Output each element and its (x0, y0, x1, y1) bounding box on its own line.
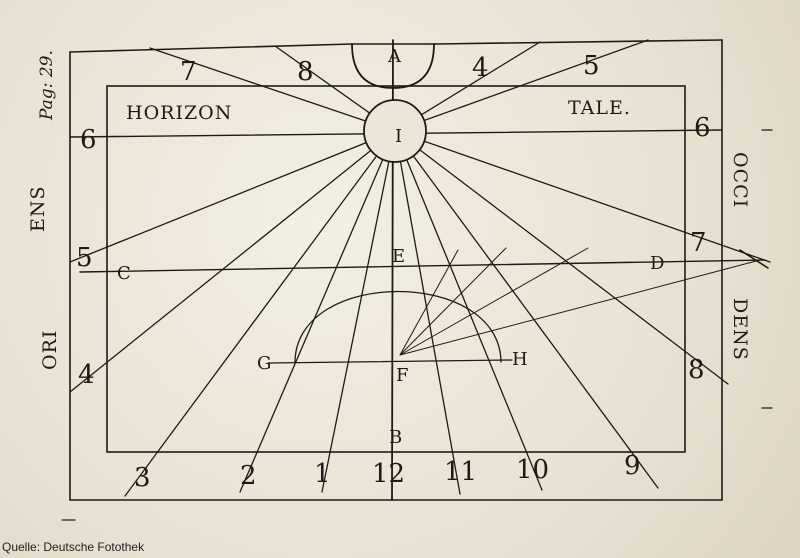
point-label-i: I (395, 126, 402, 147)
fan-ray-2 (399, 247, 507, 356)
hour-line-1 (149, 47, 396, 132)
construction-lines (61, 39, 773, 521)
hour-label-8-top: 8 (297, 57, 314, 87)
hour-label-11-bottom: 11 (444, 457, 477, 487)
hour-label-9-bottom: 9 (624, 451, 641, 481)
hour-line-6 (69, 130, 396, 393)
hour-label-4-top: 4 (472, 53, 489, 83)
fan-ray-3 (399, 247, 589, 356)
line-g-h (267, 359, 513, 364)
hour-line-13 (394, 130, 729, 385)
hour-label-1-bottom: 1 (314, 459, 331, 489)
title-tale: TALE. (568, 97, 631, 119)
hour-label-2-bottom: 2 (240, 461, 257, 491)
fan-ray-4 (399, 259, 761, 356)
hour-line-10 (394, 130, 461, 495)
point-label-f: F (396, 365, 409, 386)
side-label-ori: ORI (39, 330, 61, 370)
page-label: Pag: 29. (37, 50, 57, 121)
point-label-h: H (512, 349, 528, 370)
title-horizon: HORIZON (126, 102, 232, 124)
outer-frame-top-right (435, 39, 723, 45)
hour-line-12 (394, 130, 659, 489)
hour-label-7-right: 7 (690, 228, 707, 258)
side-label-dens: DENS (729, 298, 751, 361)
point-label-a: A (387, 46, 402, 67)
inner-frame (106, 85, 686, 453)
hour-label-4-left: 4 (78, 360, 95, 390)
hour-label-8-right: 8 (688, 355, 705, 385)
point-label-b: B (389, 427, 402, 448)
hour-label-5-left: 5 (76, 243, 93, 273)
point-label-c: C (117, 263, 131, 284)
point-label-d: D (650, 253, 664, 274)
hour-label-3-bottom: 3 (134, 463, 151, 493)
point-label-e: E (392, 246, 405, 267)
hour-line-11 (394, 130, 543, 491)
hour-label-6-left: 6 (80, 125, 97, 155)
side-label-ens: ENS (27, 185, 49, 232)
centre-circle (363, 99, 427, 163)
side-label-occi: OCCI (729, 152, 751, 208)
construction-semicircle (294, 290, 502, 363)
hour-line-7 (124, 130, 396, 497)
hour-line-9 (321, 130, 396, 493)
fan-ray-1 (399, 249, 459, 356)
hour-label-10-bottom: 10 (516, 455, 549, 485)
hour-label-5-top: 5 (583, 51, 600, 81)
point-label-g: G (257, 353, 271, 374)
hour-line-14 (394, 130, 771, 263)
hour-label-6-right: 6 (694, 113, 711, 143)
hour-label-12-bottom: 12 (372, 459, 405, 489)
source-credit: Quelle: Deutsche Fotothek (2, 540, 145, 554)
hour-line-8 (239, 130, 396, 493)
outer-frame-top-left (69, 43, 353, 53)
hour-line-4 (394, 39, 649, 132)
vanishing-point-mark (739, 249, 769, 269)
line-c-d (79, 259, 766, 273)
hour-label-7-top: 7 (180, 57, 197, 87)
hour-line-5 (69, 130, 396, 263)
